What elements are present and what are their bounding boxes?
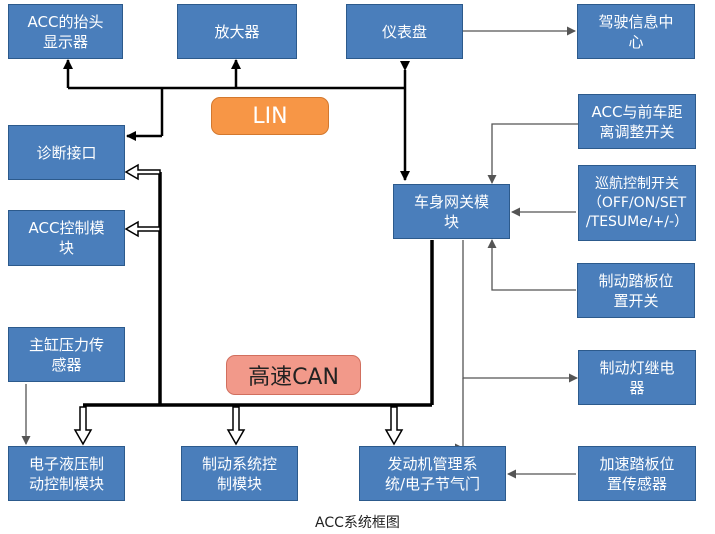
hud-display-box: ACC的抬头 显示器 (8, 4, 123, 59)
signal-lines (21, 26, 578, 479)
high-speed-can-label: 高速CAN (226, 355, 361, 395)
diagram-caption: ACC系统框图 (315, 515, 400, 531)
ehb-control-module-box: 电子液压制 动控制模块 (8, 446, 125, 501)
brake-system-module-box: 制动系统控 制模块 (181, 446, 298, 501)
engine-management-box: 发动机管理系 统/电子节气门 (359, 446, 506, 501)
amplifier-box: 放大器 (177, 4, 297, 59)
acc-control-module-box: ACC控制模 块 (8, 210, 125, 266)
cruise-control-switch-box: 巡航控制开关 （OFF/ON/SET /TESUMe/+/-） (578, 165, 696, 241)
distance-adjust-switch-box: ACC与前车距 离调整开关 (578, 94, 696, 149)
body-gateway-module-box: 车身网关模 块 (393, 184, 510, 239)
driver-info-center-box: 驾驶信息中 心 (577, 4, 695, 59)
diagnostic-interface-box: 诊断接口 (8, 125, 125, 180)
master-cylinder-sensor-box: 主缸压力传 感器 (8, 327, 125, 382)
lin-bus-label: LIN (211, 97, 329, 135)
brake-pedal-switch-box: 制动踏板位 置开关 (577, 263, 695, 318)
lin-bus-lines (63, 59, 410, 181)
accelerator-pedal-sensor-box: 加速踏板位 置传感器 (578, 446, 696, 501)
brake-lamp-relay-box: 制动灯继电 器 (578, 350, 696, 405)
instrument-cluster-box: 仪表盘 (346, 4, 463, 59)
can-bus-lines (83, 172, 434, 407)
can-hollow-arrows (73, 163, 404, 446)
